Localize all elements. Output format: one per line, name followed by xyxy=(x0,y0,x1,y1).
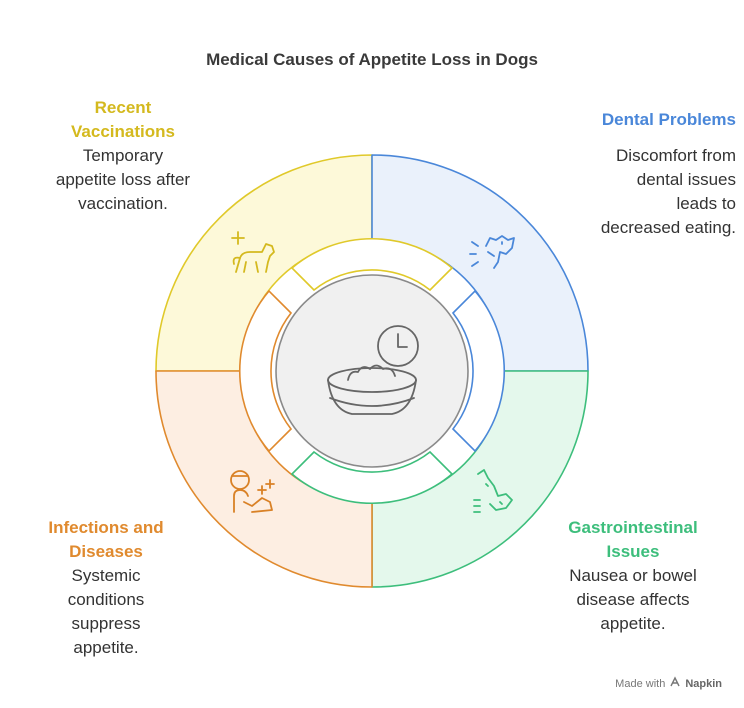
dog-vaccination-icon xyxy=(231,231,275,273)
vet-examining-dog-icon xyxy=(230,470,275,513)
segment-gastro-title: Gastrointestinal Issues xyxy=(568,518,698,561)
inner-arc-top xyxy=(290,238,454,292)
segment-infections-description: Systemic conditions suppress appetite. xyxy=(67,566,145,657)
made-with-napkin-badge[interactable]: Made with Napkin xyxy=(615,676,722,691)
inner-arc-right xyxy=(451,289,505,453)
napkin-logo-icon xyxy=(669,676,681,691)
inner-arc-left xyxy=(239,289,293,453)
segment-infections-title: Infections and Diseases xyxy=(48,518,164,561)
segment-gastro-text: Gastrointestinal Issues Nausea or bowel … xyxy=(540,516,726,636)
segment-infections-text: Infections and Diseases Systemic conditi… xyxy=(16,516,196,660)
segment-dental-text: Dental Problems Discomfort from dental i… xyxy=(540,108,736,240)
center-circle xyxy=(275,274,469,468)
segment-vaccinations-title: Recent Vaccinations xyxy=(71,98,175,141)
napkin-brand: Napkin xyxy=(685,677,722,690)
inner-arc-bottom xyxy=(290,450,454,504)
segment-vaccinations-text: Recent Vaccinations Temporary appetite l… xyxy=(18,96,228,216)
segment-gastro-description: Nausea or bowel disease affects appetite… xyxy=(569,566,697,633)
segment-vaccinations-description: Temporary appetite loss after vaccinatio… xyxy=(55,146,191,213)
diagram-title: Medical Causes of Appetite Loss in Dogs xyxy=(206,50,538,69)
sick-dog-icon xyxy=(473,469,513,513)
segment-dental-title: Dental Problems xyxy=(601,110,736,129)
segment-dental-description: Discomfort from dental issues leads to d… xyxy=(600,146,736,237)
made-with-label: Made with xyxy=(615,677,666,690)
dog-dental-icon xyxy=(469,235,515,269)
food-bowl-clock-icon xyxy=(327,325,419,415)
